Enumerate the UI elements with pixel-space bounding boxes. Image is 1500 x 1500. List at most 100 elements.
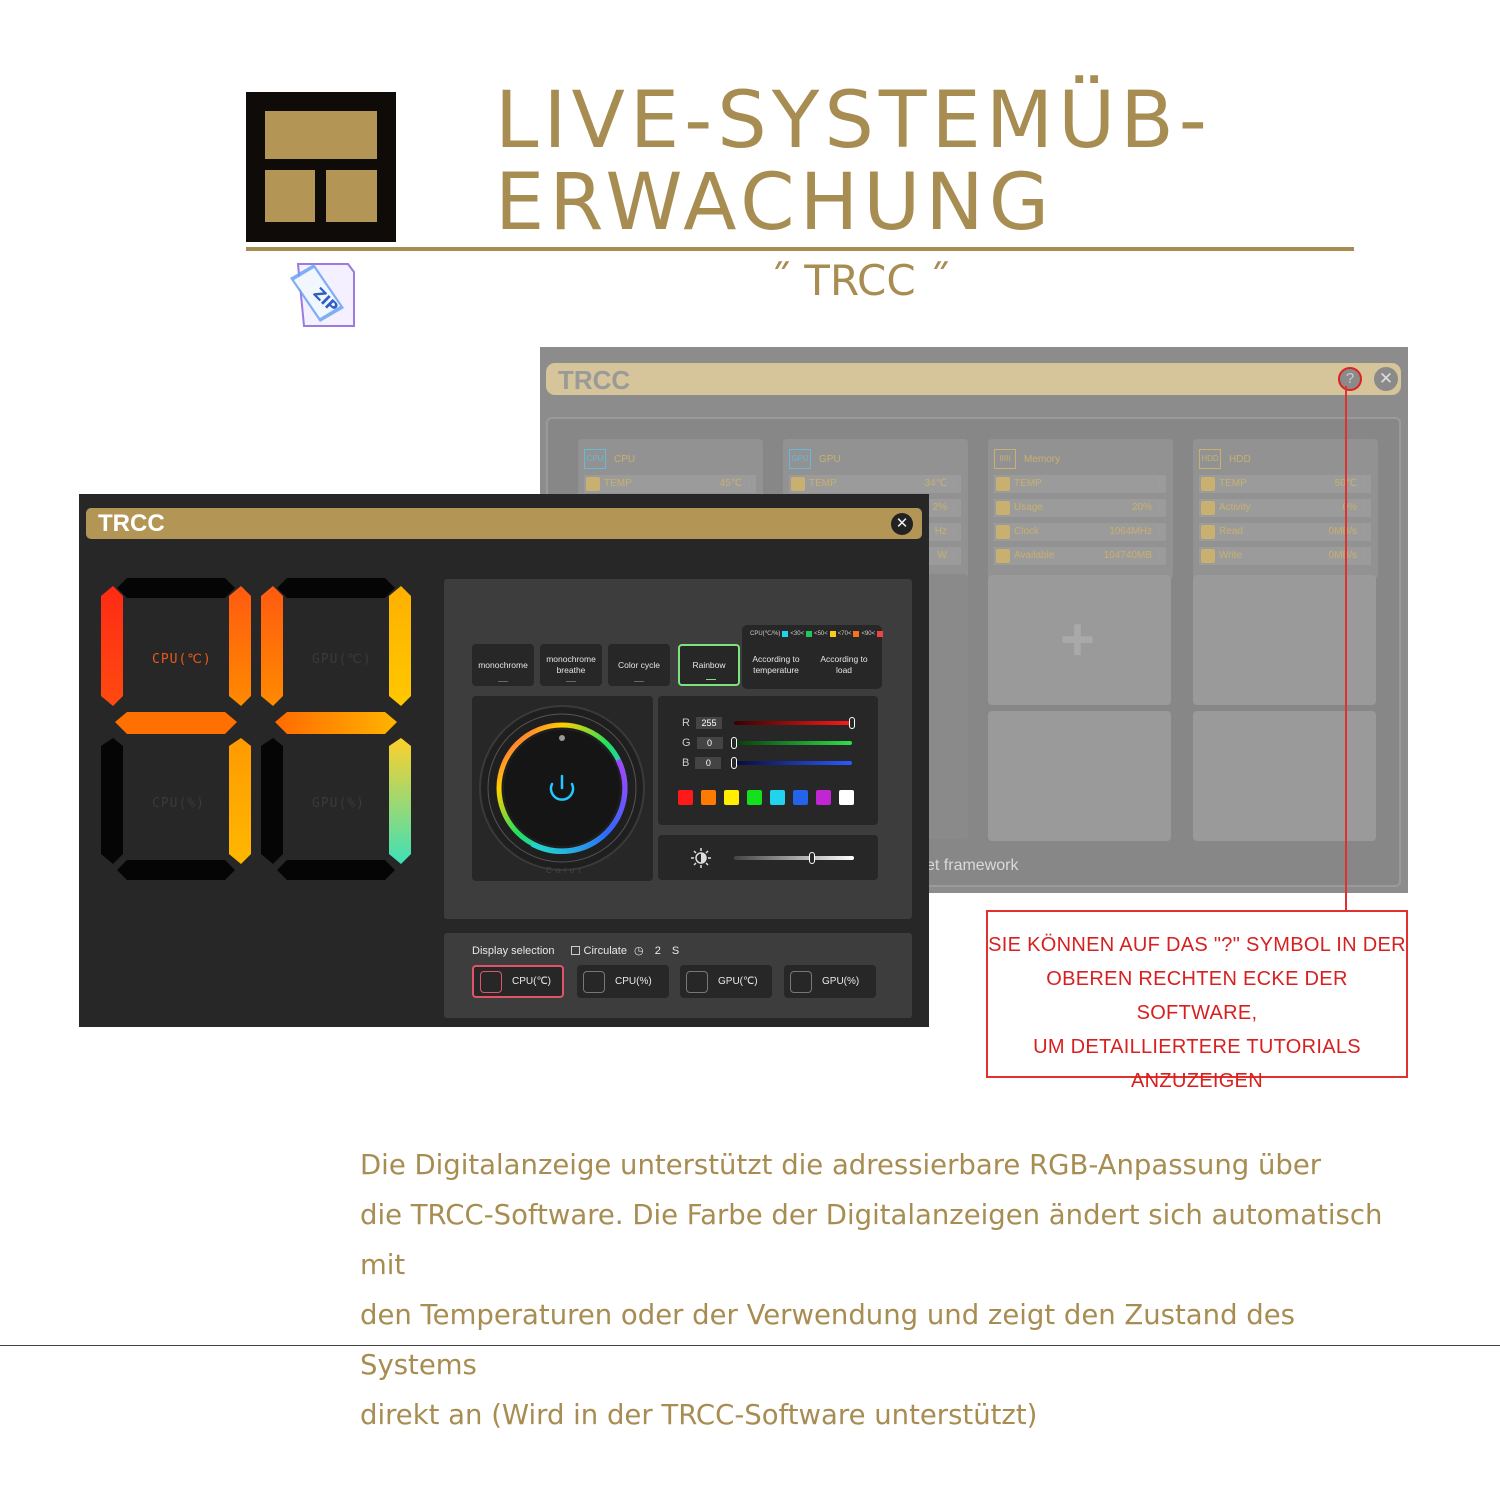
- cpu-icon: CPU: [584, 449, 606, 469]
- display-mode-icon: [686, 970, 708, 993]
- red-slider[interactable]: [734, 721, 852, 725]
- row-value: 34℃: [924, 478, 947, 489]
- color-wheel[interactable]: [472, 696, 653, 881]
- blue-value-input[interactable]: 0: [695, 757, 722, 769]
- more-icon[interactable]: ⋮: [1154, 549, 1164, 560]
- more-icon[interactable]: ⋮: [1154, 525, 1164, 536]
- more-icon[interactable]: ⋮: [1359, 501, 1369, 512]
- memory-usage-row[interactable]: Usage 20% ⋮: [994, 499, 1166, 517]
- display-cpu-temp-button[interactable]: CPU(℃): [472, 965, 564, 998]
- more-icon[interactable]: ⋮: [1359, 525, 1369, 536]
- empty-slot[interactable]: [1193, 711, 1376, 841]
- display-selection-panel: Display selection Circulate ◷ 2 S CPU(℃)…: [444, 933, 912, 1018]
- green-slider[interactable]: [734, 741, 852, 745]
- circulate-interval-input[interactable]: 2: [654, 945, 661, 957]
- legend-step: <50<: [814, 630, 828, 637]
- brightness-panel: [658, 835, 878, 880]
- gpu-usage-label: GPU(%): [312, 796, 365, 811]
- mode-color-cycle-button[interactable]: Color cycle: [608, 644, 670, 686]
- digital-display: CPU(℃) GPU(℃) CPU(%) GPU(%): [97, 574, 427, 894]
- legend-swatch: [782, 630, 789, 637]
- row-label: Available: [1014, 550, 1055, 561]
- legend-step: <30<: [790, 630, 805, 637]
- hdd-icon: HDD: [1199, 449, 1221, 469]
- row-value: 1064MHz: [1109, 526, 1152, 537]
- hdd-write-row[interactable]: Write 0MB/s ⋮: [1199, 547, 1371, 565]
- according-load-button[interactable]: According to load: [820, 654, 868, 675]
- more-icon[interactable]: ⋮: [744, 477, 754, 488]
- more-icon[interactable]: ⋮: [949, 549, 959, 560]
- memory-available-row[interactable]: Available 104740MB ⋮: [994, 547, 1166, 565]
- blue-slider[interactable]: [734, 761, 852, 765]
- more-icon[interactable]: ⋮: [949, 525, 959, 536]
- bg-close-icon[interactable]: ✕: [1374, 367, 1398, 391]
- more-icon[interactable]: ⋮: [949, 477, 959, 488]
- display-cpu-usage-button[interactable]: CPU(%): [577, 965, 669, 998]
- more-icon[interactable]: ⋮: [1359, 477, 1369, 488]
- activity-icon: [1201, 501, 1215, 515]
- color-swatch[interactable]: [770, 790, 785, 805]
- row-label: Usage: [1014, 502, 1043, 513]
- color-swatch[interactable]: [678, 790, 693, 805]
- legend-swatch: [829, 630, 836, 637]
- memory-clock-row[interactable]: Clock 1064MHz ⋮: [994, 523, 1166, 541]
- page-subtitle: ˝ TRCC ˝: [769, 256, 951, 305]
- description-line: direkt an (Wird in der TRCC-Software unt…: [360, 1399, 1038, 1431]
- add-widget-slot[interactable]: +: [988, 575, 1171, 705]
- hdd-activity-row[interactable]: Activity 0% ⋮: [1199, 499, 1371, 517]
- color-swatch[interactable]: [747, 790, 762, 805]
- blue-slider-handle[interactable]: [731, 757, 737, 769]
- more-icon[interactable]: ⋮: [1359, 549, 1369, 560]
- display-gpu-usage-button[interactable]: GPU(%): [784, 965, 876, 998]
- close-icon[interactable]: ✕: [891, 513, 913, 535]
- row-value: 0MB/s: [1328, 550, 1357, 561]
- available-icon: [996, 549, 1010, 563]
- framework-text: et framework: [926, 857, 1019, 874]
- mode-rainbow-button[interactable]: Rainbow: [678, 644, 740, 686]
- power-icon: [549, 782, 575, 801]
- color-swatch[interactable]: [793, 790, 808, 805]
- row-label: TEMP: [1219, 478, 1247, 489]
- headline-line-1: LIVE-SYSTEMÜB-: [495, 76, 1212, 166]
- description-text: Die Digitalanzeige unterstützt die adres…: [360, 1140, 1420, 1440]
- description-line: den Temperaturen oder der Verwendung und…: [360, 1299, 1295, 1381]
- red-value-input[interactable]: 255: [695, 717, 722, 729]
- memory-card: IIIII Memory TEMP ⋮ Usage 20% ⋮ Clock 10…: [988, 439, 1173, 579]
- row-label: Activity: [1219, 502, 1251, 513]
- empty-slot[interactable]: [1193, 575, 1376, 705]
- mode-monochrome-button[interactable]: monochrome: [472, 644, 534, 686]
- green-value-input[interactable]: 0: [696, 737, 723, 749]
- more-icon[interactable]: ⋮: [949, 501, 959, 512]
- display-mode-icon: [480, 970, 502, 993]
- callout-line: OBEREN RECHTEN ECKE DER SOFTWARE,: [1046, 968, 1348, 1024]
- color-swatch[interactable]: [839, 790, 854, 805]
- plus-icon: +: [1060, 606, 1096, 673]
- empty-slot[interactable]: [988, 711, 1171, 841]
- thermometer-icon: [1201, 477, 1215, 491]
- hdd-read-row[interactable]: Read 0MB/s ⋮: [1199, 523, 1371, 541]
- window-titlebar: TRCC ✕: [86, 508, 922, 539]
- according-temperature-button[interactable]: According to temperature: [752, 654, 800, 675]
- display-gpu-temp-button[interactable]: GPU(℃): [680, 965, 772, 998]
- green-slider-handle[interactable]: [731, 737, 737, 749]
- hdd-card: HDD HDD TEMP 50℃ ⋮ Activity 0% ⋮ Read 0M…: [1193, 439, 1378, 579]
- brightness-slider[interactable]: [734, 856, 854, 860]
- color-swatch[interactable]: [816, 790, 831, 805]
- more-icon[interactable]: ⋮: [1154, 477, 1164, 488]
- circulate-checkbox[interactable]: [570, 946, 580, 955]
- legend-swatch: [806, 630, 813, 637]
- red-slider-handle[interactable]: [849, 717, 855, 729]
- color-swatch[interactable]: [701, 790, 716, 805]
- cpu-temp-row[interactable]: TEMP 45℃ ⋮: [584, 475, 756, 493]
- memory-temp-row[interactable]: TEMP ⋮: [994, 475, 1166, 493]
- brightness-slider-handle[interactable]: [809, 852, 815, 864]
- circulate-label: Circulate: [583, 945, 627, 957]
- circulate-toggle[interactable]: Circulate ◷ 2 S: [570, 944, 679, 957]
- mode-breathe-button[interactable]: monochrome breathe: [540, 644, 602, 686]
- more-icon[interactable]: ⋮: [1154, 501, 1164, 512]
- gpu-temp-row[interactable]: TEMP 34℃ ⋮: [789, 475, 961, 493]
- help-icon[interactable]: ?: [1338, 367, 1362, 391]
- row-value: Hz: [934, 526, 947, 537]
- color-swatch[interactable]: [724, 790, 739, 805]
- green-label: G: [682, 737, 691, 749]
